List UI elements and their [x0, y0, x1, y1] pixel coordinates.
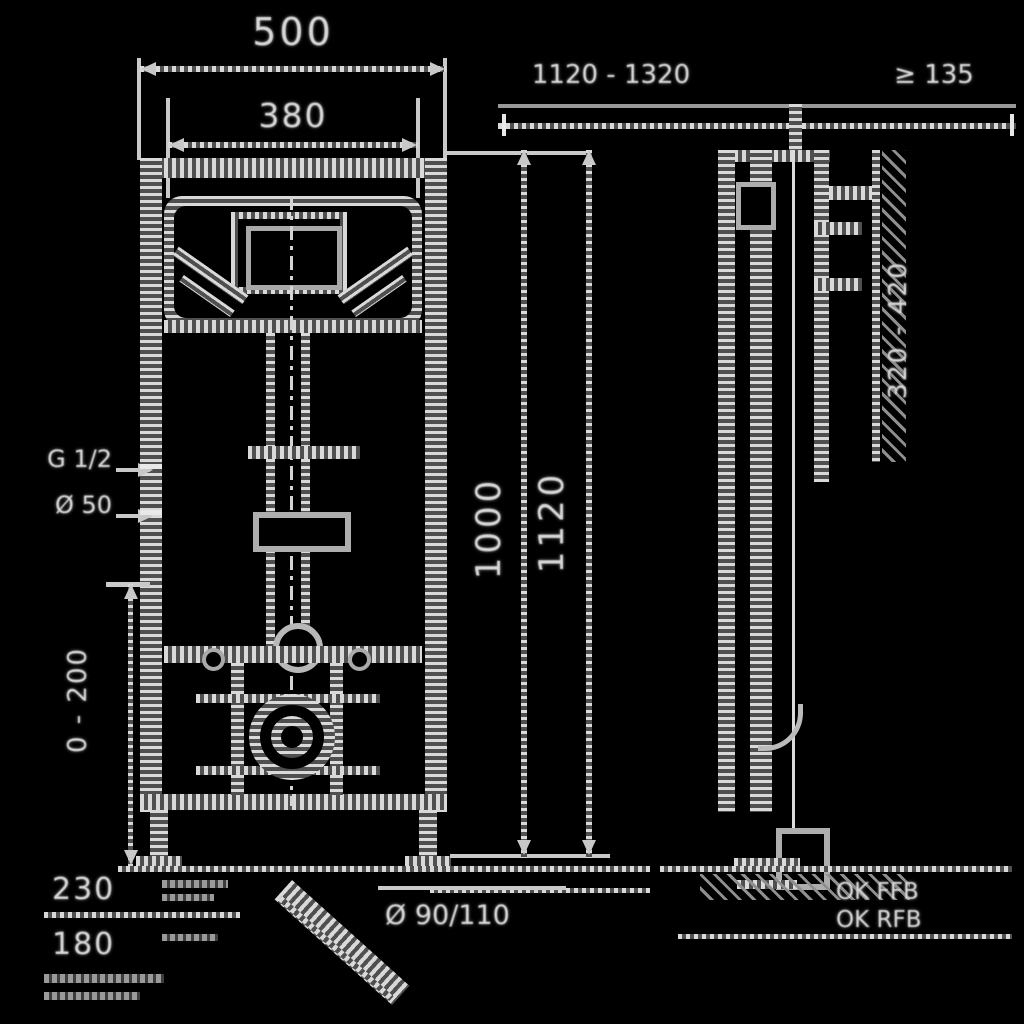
arrowhead-icon: [517, 150, 531, 165]
dimension-line-total-width: [140, 66, 446, 72]
arrowhead-icon: [517, 840, 531, 855]
label-floor-raw: OK RFB: [836, 907, 922, 934]
cistern-bottom-bar: [164, 320, 422, 333]
wall-tie-upper: [814, 222, 862, 235]
label-depth-min: ≥ 135: [894, 59, 974, 90]
label-bracket-range: 320 - 420: [883, 260, 913, 400]
extension-line-inner-left: [166, 98, 170, 198]
side-mid-profile: [750, 150, 772, 812]
frame-top-rail: [140, 158, 447, 178]
arrowhead-icon: [582, 150, 596, 165]
extension-line-inner-right: [416, 98, 420, 198]
vertical-centerline: [290, 196, 293, 806]
flush-opening-inner: [246, 226, 342, 290]
leader-line-supply: [116, 468, 150, 472]
flush-pipe-right-edge: [301, 333, 310, 655]
extension-line-width-right: [443, 58, 447, 160]
frame-right-rail: [425, 158, 447, 812]
outlet-flange-gap: [260, 705, 324, 769]
dimension-line-feet-range: [128, 584, 133, 868]
fill-valve-box: [736, 182, 776, 230]
outlet-socket: [271, 716, 313, 758]
outlet-flange: [249, 694, 335, 780]
floor-line-left: [118, 866, 650, 872]
label-conduit: Ø 50: [54, 490, 112, 519]
extension-line-height-bottom: [450, 854, 610, 858]
wall-bracket-arm: [829, 186, 875, 200]
arrowhead-icon: [124, 850, 138, 865]
annotation-line: [162, 880, 228, 888]
foot-plate-left: [136, 856, 182, 869]
arrowhead-icon: [430, 62, 445, 76]
supply-stub-pipe: [789, 104, 802, 152]
side-top-cap: [718, 150, 830, 162]
foot-plate-right: [405, 856, 451, 869]
label-water-supply: G 1/2: [47, 444, 112, 473]
bolt-spacing-divider: [44, 912, 240, 918]
foot-leg-left: [150, 810, 168, 858]
extension-line-width-left: [137, 58, 141, 160]
outlet-bore: [281, 726, 303, 748]
flush-pipe-connector: [248, 446, 360, 459]
side-rear-profile: [718, 150, 735, 812]
wall-tie-lower: [814, 278, 862, 291]
floor-line-right-raw: [678, 934, 1012, 939]
label-height-outer: 1120: [532, 470, 573, 574]
crossbar-bolt-right: [348, 648, 371, 671]
outlet-pipe-edge: [277, 896, 394, 1001]
label-bolt-spacing-lower: 180: [52, 926, 116, 962]
chain-tick-right: [1010, 114, 1014, 136]
floor-line-left-lower: [430, 888, 650, 893]
dimension-line-height-outer: [586, 150, 592, 858]
side-pipe-bend: [758, 704, 803, 751]
supply-port-mark: [140, 464, 162, 469]
pipe-clamp: [253, 512, 351, 552]
foot-leg-right: [419, 810, 437, 858]
label-feet-range: 0 - 200: [62, 646, 93, 754]
leader-line-conduit: [116, 514, 150, 518]
chain-tick-left: [502, 114, 506, 136]
annotation-line: [44, 992, 140, 1000]
frame-bottom-rail: [140, 794, 447, 810]
arrowhead-icon: [169, 138, 184, 152]
side-foot-plate: [734, 858, 800, 869]
label-inner-width: 380: [258, 95, 328, 135]
outlet-support-left: [231, 663, 244, 795]
label-height-inner: 1000: [469, 476, 510, 580]
arrowhead-icon: [402, 138, 417, 152]
frame-left-rail: [140, 158, 162, 812]
label-total-width: 500: [252, 10, 334, 55]
annotation-line: [162, 894, 214, 901]
label-floor-finished: OK FFB: [836, 879, 919, 906]
dimension-line-inner-width: [168, 142, 418, 148]
label-install-range: 1120 - 1320: [531, 59, 691, 90]
dimension-chain-line: [498, 123, 1016, 129]
flush-pipe-left-edge: [266, 333, 275, 655]
arrowhead-icon: [124, 584, 138, 599]
wall-line: [872, 150, 880, 462]
outlet-leader-line: [378, 886, 566, 890]
side-front-line: [792, 150, 795, 866]
wall-hatch: [882, 150, 906, 462]
label-bolt-spacing-upper: 230: [52, 871, 116, 907]
dimension-line-height-inner: [521, 150, 527, 858]
arrowhead-icon: [582, 840, 596, 855]
ceiling-reference-line: [498, 104, 1016, 108]
annotation-line: [162, 934, 218, 941]
crossbar-bolt-left: [202, 648, 225, 671]
floor-screed-hatch: [700, 874, 910, 900]
conduit-port-mark: [140, 510, 162, 515]
floor-line-right-finished: [660, 866, 1012, 872]
side-front-profile-upper: [814, 150, 829, 482]
label-outlet-pipe: Ø 90/110: [385, 900, 510, 932]
annotation-line: [44, 974, 164, 983]
arrowhead-icon: [141, 62, 156, 76]
